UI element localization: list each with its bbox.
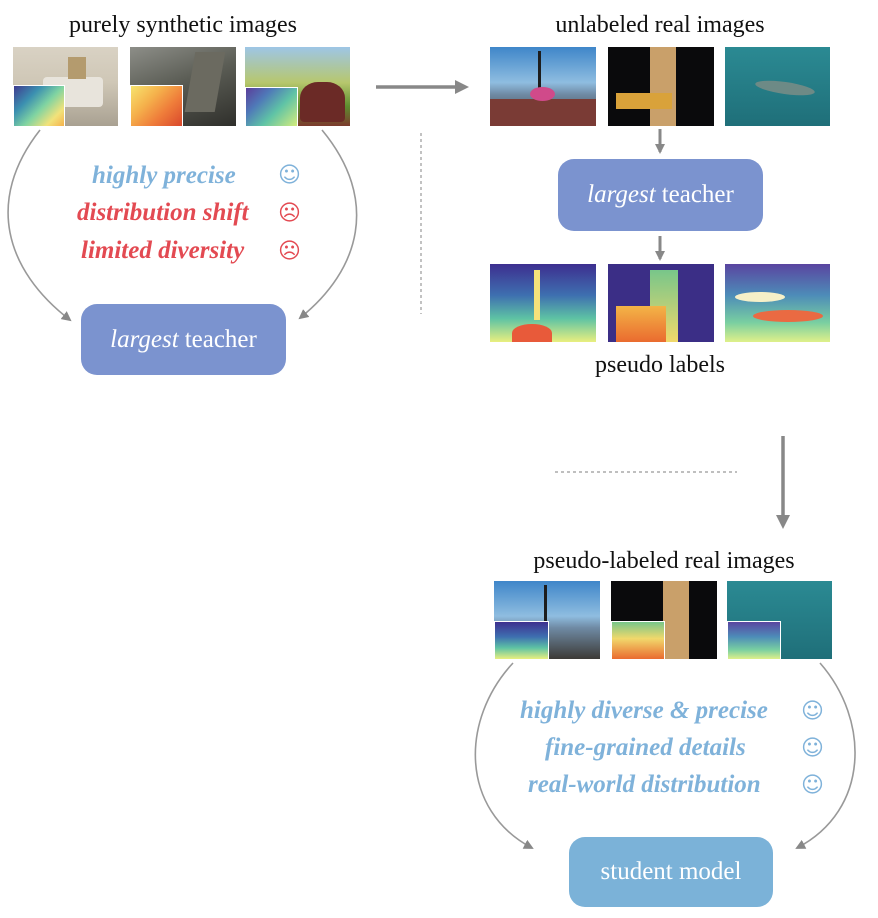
real-clocktower-image (608, 47, 714, 126)
synthetic-title: purely synthetic images (69, 12, 297, 38)
pseudo-lakeside-image (494, 581, 600, 659)
pseudo-label-clocktower (608, 264, 714, 342)
synthetic-tree-depth-inset (245, 87, 298, 126)
student-model-label: student model (600, 858, 742, 885)
pseudo-left-curve-arrow (474, 662, 534, 849)
unlabeled-largest-teacher-box: largest teacher (558, 159, 763, 231)
pseudo-underwater-image (727, 581, 832, 659)
synthetic-left-curve-arrow (7, 129, 72, 322)
teacher-label: teacher (661, 181, 734, 208)
teacher-label: teacher (184, 325, 257, 353)
synthetic-right-curve-arrow (298, 129, 358, 320)
student-model-box: student model (569, 837, 773, 907)
pseudo-labels-caption: pseudo labels (595, 352, 725, 378)
smile-icon: ☺ (801, 773, 824, 798)
unlabeled-title: unlabeled real images (555, 12, 765, 38)
pseudo-prop-details: fine-grained details (545, 734, 746, 761)
frown-icon: ☹ (278, 201, 301, 226)
synthetic-room-image (13, 47, 118, 126)
pseudo-prop-diverse: highly diverse & precise (520, 697, 768, 724)
frown-icon: ☹ (278, 239, 301, 264)
teacher-italic-label: largest (110, 325, 179, 353)
pseudo-label-underwater (725, 264, 830, 342)
pseudo-underwater-depth-inset (727, 621, 781, 659)
synthetic-prop-shift: distribution shift (77, 199, 249, 226)
pseudo-lakeside-depth-inset (494, 621, 549, 659)
pseudo-prop-distribution: real-world distribution (528, 771, 761, 798)
real-underwater-image (725, 47, 830, 126)
pseudo-labeled-title: pseudo-labeled real images (533, 548, 795, 574)
smile-icon: ☺ (801, 699, 824, 724)
synthetic-room-depth-inset (13, 85, 65, 126)
real-lakeside-image (490, 47, 596, 126)
synthetic-largest-teacher-box: largest teacher (81, 304, 286, 375)
pseudo-clocktower-image (611, 581, 717, 659)
pseudo-right-curve-arrow (795, 662, 856, 849)
synthetic-street-image (130, 47, 236, 126)
teacher-italic-label: largest (587, 181, 656, 208)
synthetic-street-depth-inset (130, 85, 183, 126)
smile-icon: ☺ (278, 163, 301, 188)
synthetic-tree-image (245, 47, 350, 126)
pseudo-label-lakeside (490, 264, 596, 342)
synthetic-prop-diversity: limited diversity (81, 237, 245, 264)
pseudo-clocktower-depth-inset (611, 621, 665, 659)
synthetic-prop-precise: highly precise (92, 162, 236, 189)
smile-icon: ☺ (801, 736, 824, 761)
